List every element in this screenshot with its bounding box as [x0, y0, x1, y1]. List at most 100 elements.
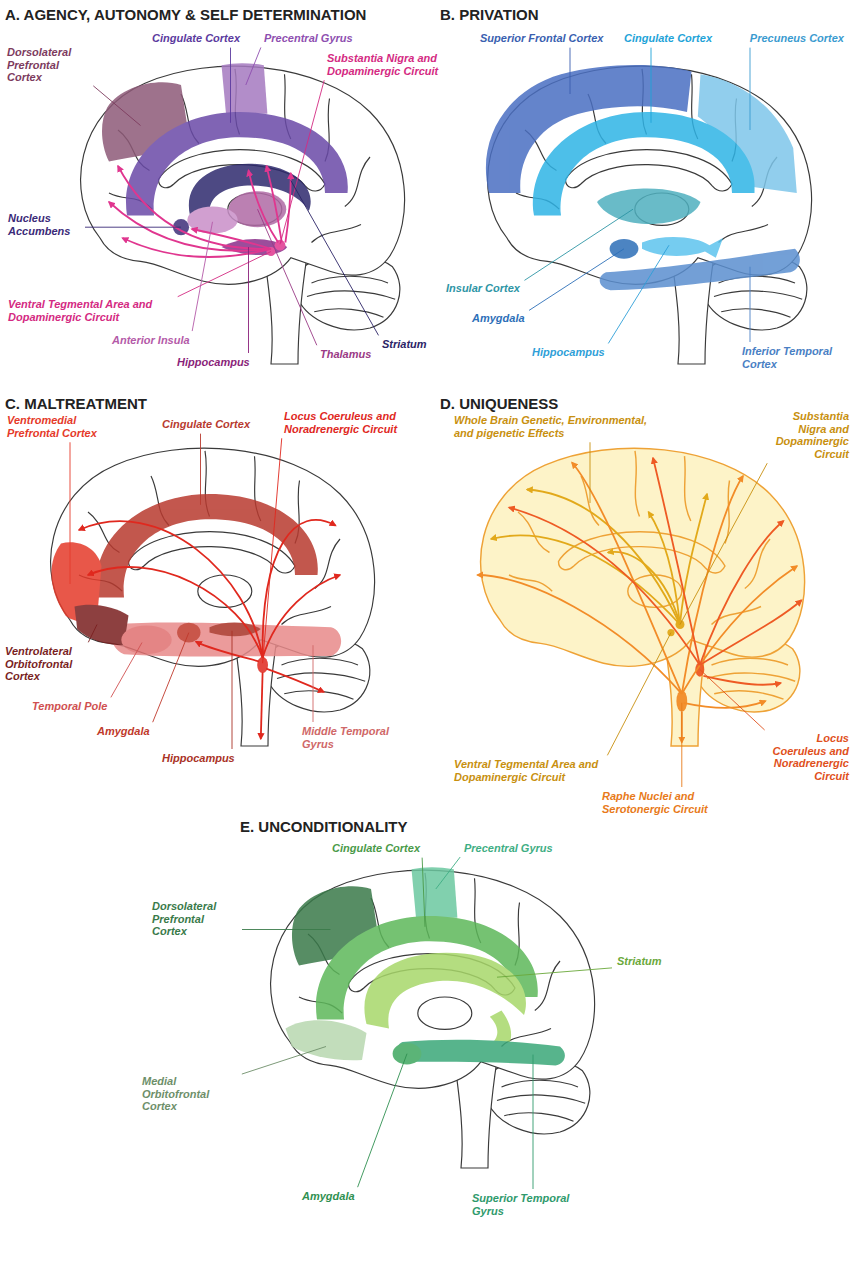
- circuit-arrow: [118, 166, 271, 249]
- circuit-arrow: [478, 575, 682, 694]
- leader-line: [111, 643, 142, 698]
- region-label: Superior Frontal Cortex: [478, 32, 605, 45]
- circuit-arrow: [261, 672, 263, 739]
- leader-line: [246, 47, 261, 85]
- circuit-arrow: [700, 521, 784, 665]
- leader-line: [70, 442, 71, 584]
- leader-line: [230, 48, 231, 123]
- circuit-arrow: [263, 575, 340, 658]
- region-label: Substantia Nigra and Dopaminergic Circui…: [769, 410, 851, 461]
- leader-line: [232, 631, 233, 749]
- circuit-arrow: [509, 508, 700, 666]
- leader-line: [88, 625, 97, 643]
- leader-line: [590, 442, 591, 503]
- region-label: Inferior Temporal Cortex: [740, 345, 851, 370]
- panel-title: D. UNIQUENESS: [440, 395, 558, 413]
- leader-line: [153, 633, 189, 723]
- region-fill: [121, 625, 171, 654]
- circuit-arrow: [192, 229, 271, 249]
- leader-line: [242, 929, 331, 930]
- leader-line: [608, 245, 669, 343]
- leader-line: [570, 48, 571, 94]
- leader-line: [607, 633, 671, 756]
- region-fill: [75, 605, 129, 645]
- region-label: Temporal Pole: [30, 700, 109, 713]
- leader-line: [680, 463, 767, 624]
- leader-line: [436, 857, 460, 889]
- region-label: Dorsolateral Prefrontal Cortex: [150, 900, 239, 938]
- region-label: Ventral Tegmental Area and Dopaminergic …: [452, 758, 606, 783]
- panel-title: C. MALTREATMENT: [5, 395, 147, 413]
- circuit-arrow: [682, 476, 743, 694]
- region-fill: [111, 623, 341, 657]
- leader-line: [258, 209, 317, 345]
- leader-line: [524, 209, 633, 280]
- leader-line: [681, 703, 682, 787]
- region-label: Amygdala: [300, 1190, 357, 1203]
- region-fill: [597, 189, 701, 224]
- leader-line: [280, 80, 324, 244]
- region-label: Precentral Gyrus: [262, 32, 355, 45]
- leader-line: [192, 222, 212, 331]
- leader-line: [533, 1055, 534, 1189]
- region-label: Hippocampus: [530, 346, 607, 359]
- circuit-arrow: [88, 567, 263, 658]
- circuit-arrow: [653, 458, 700, 665]
- leader-line: [242, 1047, 326, 1075]
- leader-line: [529, 249, 624, 311]
- panel-b: [486, 65, 812, 364]
- leader-line: [358, 1054, 407, 1187]
- region-label: Locus Coeruleus and Noradrenergic Circui…: [282, 410, 416, 435]
- region-fill: [396, 1040, 565, 1066]
- leader-line: [263, 438, 282, 663]
- region-label: Whole Brain Genetic, Environmental, and …: [452, 414, 671, 439]
- region-label: Cingulate Cortex: [622, 32, 714, 45]
- leader-line: [700, 670, 765, 730]
- region-label: Hippocampus: [160, 752, 237, 765]
- region-label: Anterior Insula: [110, 334, 192, 347]
- region-label: Raphe Nuclei and Serotonergic Circuit: [600, 790, 734, 815]
- region-label: Dorsolateral Prefrontal Cortex: [5, 46, 91, 84]
- region-fill: [412, 867, 458, 918]
- panel-title: B. PRIVATION: [440, 6, 539, 24]
- region-label: Striatum: [615, 955, 664, 968]
- circuit-arrow: [649, 512, 681, 625]
- leader-line: [93, 86, 140, 126]
- circuit-arrow: [572, 463, 682, 694]
- region-label: Hippocampus: [175, 356, 252, 369]
- region-label: Ventral Tegmental Area and Dopaminergic …: [6, 298, 175, 323]
- region-label: Cingulate Cortex: [150, 32, 242, 45]
- brain-outline: [481, 448, 805, 746]
- circuit-arrow: [684, 701, 766, 708]
- region-label: Precuneus Cortex: [748, 32, 846, 45]
- circuit-arrow: [267, 166, 282, 243]
- leader-line: [651, 48, 652, 123]
- leader-line: [750, 48, 751, 130]
- circuit-arrow: [79, 521, 263, 658]
- region-label: Ventromedial Prefrontal Cortex: [5, 414, 127, 439]
- region-label: Amygdala: [470, 312, 527, 325]
- leader-line: [497, 968, 612, 977]
- circuit-arrow: [700, 600, 802, 665]
- leader-line: [248, 247, 249, 353]
- region-label: Thalamus: [318, 348, 373, 361]
- region-label: Middle Temporal Gyrus: [300, 725, 414, 750]
- leader-line: [291, 180, 379, 335]
- region-label: Precentral Gyrus: [462, 842, 555, 855]
- leader-line: [178, 252, 271, 297]
- region-fill: [222, 63, 268, 114]
- region-fill: [642, 237, 723, 258]
- region-label: Medial Orbitofrontal Cortex: [140, 1075, 239, 1113]
- circuit-arrow: [266, 669, 324, 692]
- region-label: Nucleus Accumbens: [6, 212, 82, 237]
- panel-title: E. UNCONDITIONALITY: [240, 818, 408, 836]
- circuit-arrow: [196, 642, 259, 662]
- region-label: Cingulate Cortex: [160, 418, 252, 431]
- region-fill: [275, 240, 286, 251]
- circuit-arrow: [249, 171, 279, 243]
- region-label: Substantia Nigra and Dopaminergic Circui…: [325, 52, 451, 77]
- leader-line: [422, 858, 425, 927]
